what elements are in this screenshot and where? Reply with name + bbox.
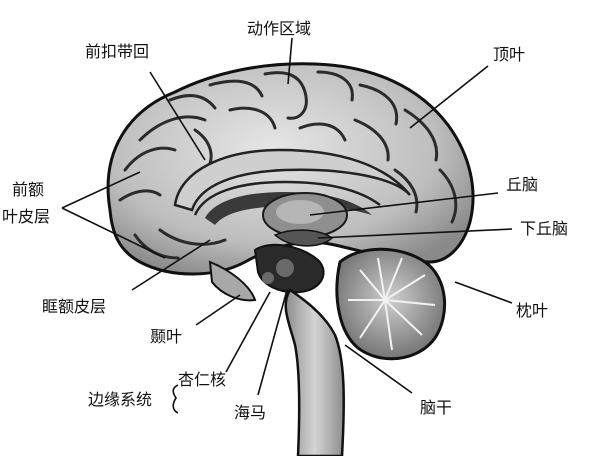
- label-prefrontal-2: 叶皮层: [2, 207, 50, 226]
- label-anterior-cingulate: 前扣带回: [85, 42, 149, 61]
- label-parietal-lobe: 顶叶: [493, 45, 525, 64]
- label-prefrontal-1: 前额: [12, 180, 44, 199]
- label-temporal-lobe: 颞叶: [150, 327, 182, 346]
- label-hippocampus: 海马: [234, 403, 266, 422]
- label-thalamus: 丘脑: [506, 175, 538, 194]
- brainstem-shape: [284, 288, 345, 456]
- leader-lines: [61, 37, 513, 414]
- label-occipital-lobe: 枕叶: [516, 301, 548, 320]
- label-brainstem: 脑干: [420, 398, 452, 417]
- label-orbitofrontal: 眶额皮层: [42, 297, 106, 316]
- label-hypothalamus: 下丘脑: [520, 219, 568, 238]
- cingulate-gyrus: [173, 148, 411, 212]
- temporal-lobe-shape: [208, 260, 257, 302]
- label-amygdala: 杏仁核: [178, 370, 226, 389]
- label-motor-area: 动作区域: [247, 19, 311, 38]
- cerebellum-folia: [348, 257, 436, 351]
- label-limbic-system: 边缘系统: [88, 390, 152, 409]
